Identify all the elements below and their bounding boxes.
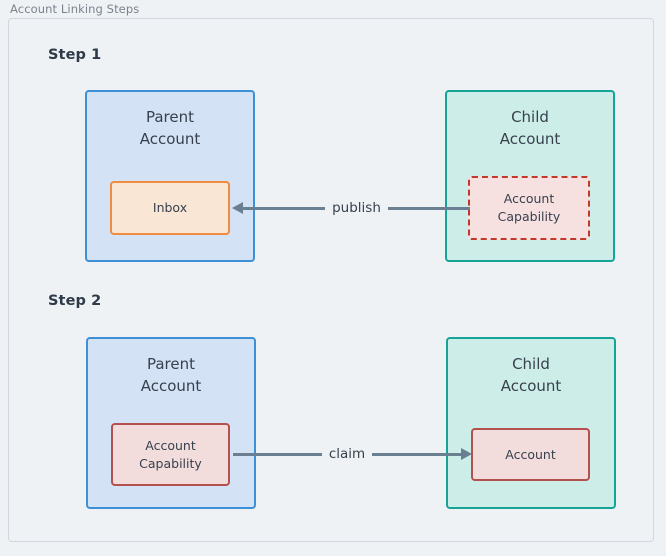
arrow-line-segment xyxy=(372,452,462,456)
publish-arrow: publish xyxy=(232,197,471,219)
arrow-line-segment xyxy=(243,206,326,210)
claim-arrow: claim xyxy=(233,443,473,465)
account-capability-box-step-1: Account Capability xyxy=(468,176,590,240)
arrow-head-right-icon xyxy=(461,448,473,460)
parent-account-box-step-1: Parent Account xyxy=(85,90,255,262)
arrow-line-segment xyxy=(387,206,471,210)
arrow-head-left-icon xyxy=(232,202,243,214)
child-account-title: Child Account xyxy=(500,355,562,395)
child-account-title: Child Account xyxy=(499,108,561,148)
step-2-label: Step 2 xyxy=(48,293,102,309)
account-box-step-2: Account xyxy=(471,428,590,481)
publish-arrow-label: publish xyxy=(332,200,381,216)
step-1-label: Step 1 xyxy=(48,47,102,63)
parent-account-title: Parent Account xyxy=(140,355,202,395)
parent-account-title: Parent Account xyxy=(139,108,201,148)
diagram-title: Account Linking Steps xyxy=(10,2,140,16)
child-account-box-step-2: Child Account xyxy=(446,337,616,509)
account-capability-box-step-2: Account Capability xyxy=(111,423,230,486)
arrow-line-segment xyxy=(233,452,322,456)
claim-arrow-label: claim xyxy=(328,446,366,462)
inbox-box: Inbox xyxy=(110,181,230,235)
